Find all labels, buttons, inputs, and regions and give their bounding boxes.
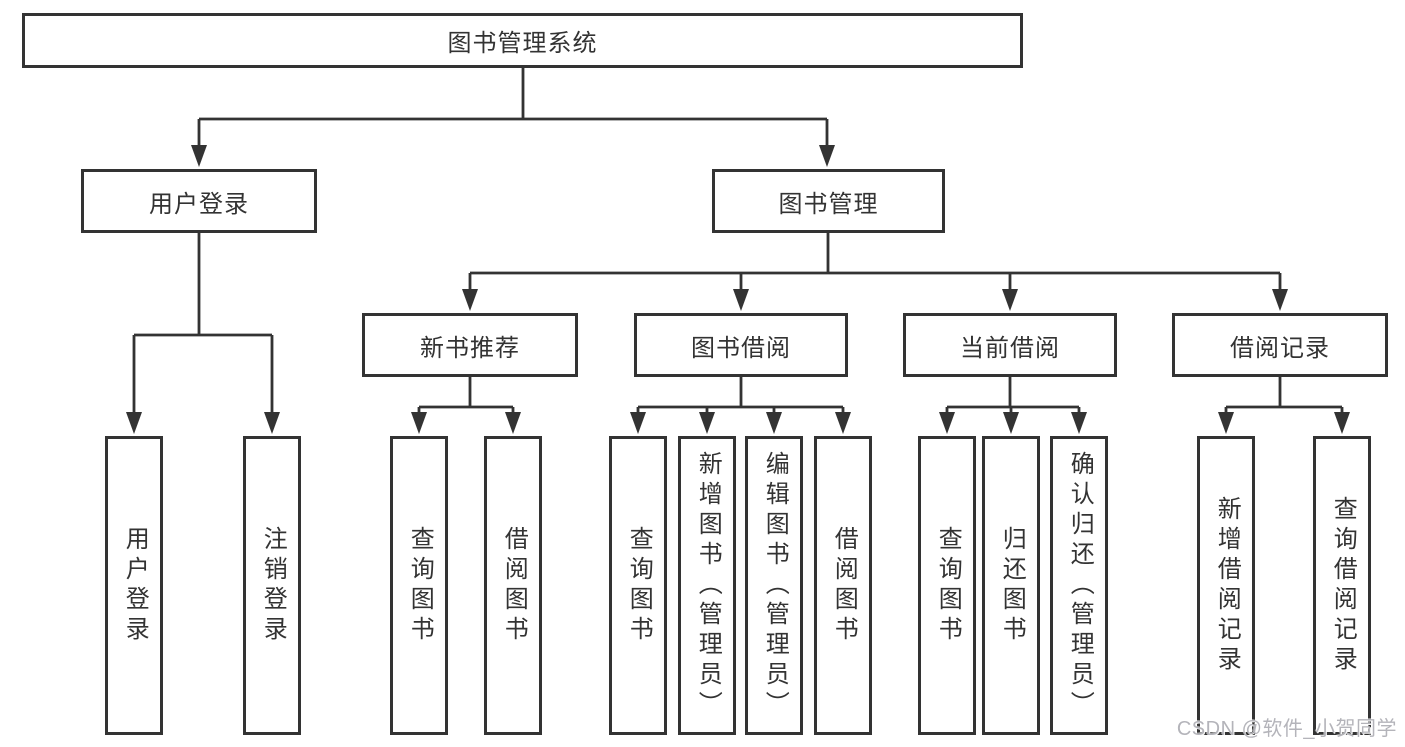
leaf-add-borrow-record: 新增借阅记录 [1197, 436, 1255, 735]
leaf-query-borrow-record: 查询借阅记录 [1313, 436, 1371, 735]
node-label: 借阅图书 [500, 525, 528, 646]
leaf-edit-book-admin: 编辑图书（管理员） [745, 436, 803, 735]
node-label: 图书管理系统 [447, 30, 598, 57]
node-label: 查询图书 [625, 525, 653, 646]
leaf-add-book-admin: 新增图书（管理员） [678, 436, 736, 735]
leaf-return-book: 归还图书 [982, 436, 1040, 735]
leaf-logout: 注销登录 [243, 436, 301, 735]
node-new-book-recommendation: 新书推荐 [362, 313, 578, 377]
node-label: 当前借阅 [960, 334, 1060, 362]
leaf-query-books-recommend: 查询图书 [390, 436, 448, 735]
node-borrowing-records: 借阅记录 [1172, 313, 1388, 377]
node-library-management-system: 图书管理系统 [22, 13, 1023, 68]
leaf-borrow-books-recommend: 借阅图书 [484, 436, 542, 735]
node-label: 借阅图书 [830, 525, 858, 646]
arrowheads [126, 145, 1350, 434]
node-label: 新增图书（管理员） [694, 450, 722, 721]
leaf-user-login: 用户登录 [105, 436, 163, 735]
node-label: 新增借阅记录 [1213, 495, 1241, 676]
node-label: 图书借阅 [691, 334, 791, 362]
leaf-query-books-borrow: 查询图书 [609, 436, 667, 735]
node-label: 归还图书 [998, 525, 1026, 646]
node-label: 查询图书 [406, 525, 434, 646]
node-label: 编辑图书（管理员） [761, 450, 789, 721]
leaf-query-books-current: 查询图书 [918, 436, 976, 735]
node-label: 注销登录 [259, 525, 287, 646]
node-book-management: 图书管理 [712, 169, 945, 233]
node-label: 用户登录 [149, 190, 249, 218]
node-label: 确认归还（管理员） [1066, 450, 1094, 721]
leaf-borrow-books: 借阅图书 [814, 436, 872, 735]
node-book-borrowing: 图书借阅 [634, 313, 848, 377]
leaf-confirm-return-admin: 确认归还（管理员） [1050, 436, 1108, 735]
node-label: 用户登录 [121, 525, 149, 646]
node-label: 查询借阅记录 [1329, 495, 1357, 676]
node-label: 借阅记录 [1230, 334, 1330, 362]
csdn-watermark: CSDN @软件_小贺同学 [1176, 718, 1397, 740]
node-label: 查询图书 [934, 525, 962, 646]
node-label: 图书管理 [778, 190, 879, 218]
node-user-login: 用户登录 [81, 169, 317, 233]
node-current-borrowing: 当前借阅 [903, 313, 1117, 377]
node-label: 新书推荐 [420, 334, 520, 362]
